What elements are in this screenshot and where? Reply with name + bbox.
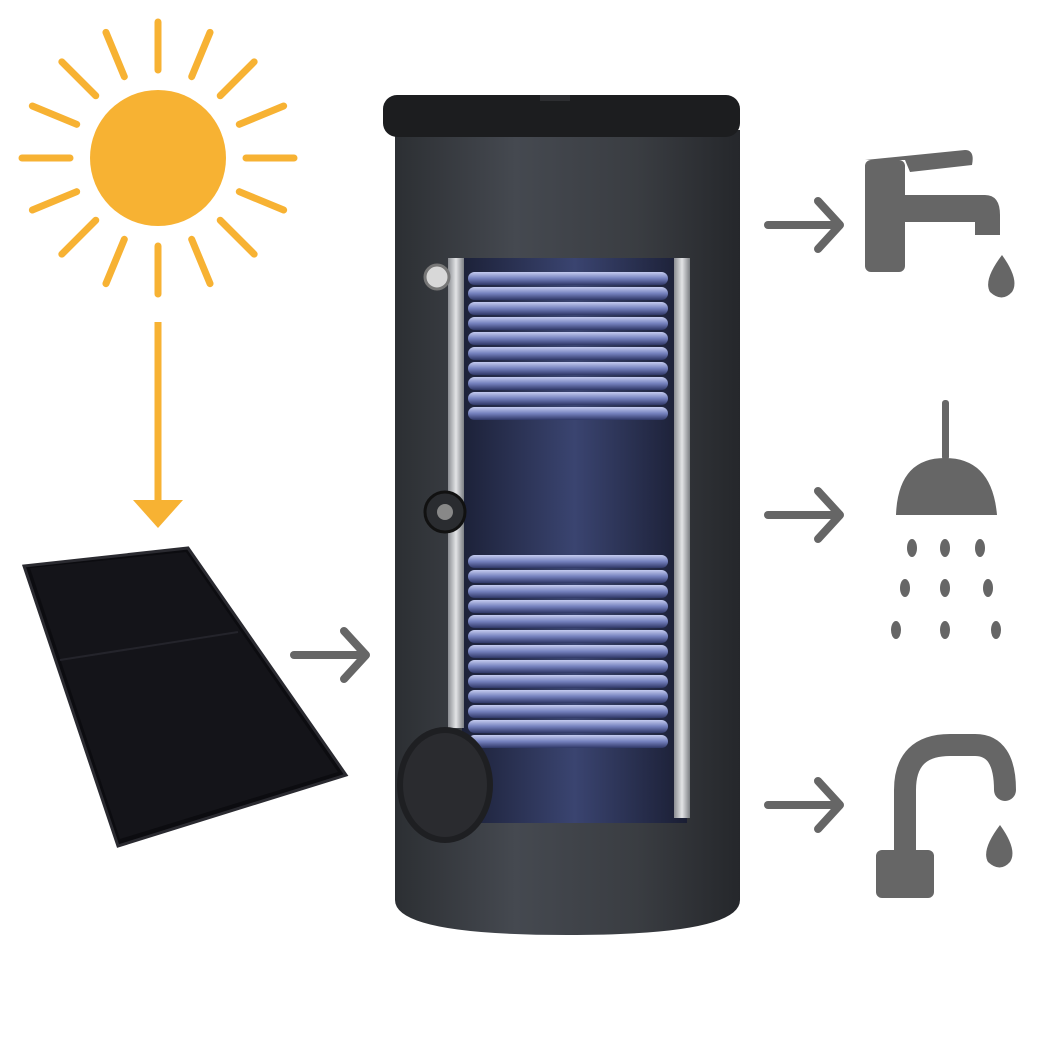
coil-turn [468,332,668,345]
sun-ray [216,216,258,258]
sun-ray [58,58,100,100]
sun-ray [235,188,288,214]
water-drop [891,621,901,639]
upper-heat-exchanger-coil [468,272,668,420]
water-drop [940,621,950,639]
coil-turn [468,645,668,658]
sun-ray [235,102,288,128]
shower-icon [891,400,1001,639]
thermometer-icon [423,263,451,291]
solar-panel-icon [21,546,349,848]
coil-turn [468,317,668,330]
sun-ray [188,235,214,288]
coil-turn [468,555,668,568]
coil-turn [468,407,668,420]
coil-turn [468,690,668,703]
sun-ray [58,216,100,258]
coil-turn [468,675,668,688]
sun-ray [216,58,258,100]
coil-turn [468,615,668,628]
arrow-right-icon [764,487,844,543]
arrow-right-icon [764,777,844,833]
arrow-right-icon [290,627,370,683]
coil-turn [468,660,668,673]
sun-ray [28,102,81,128]
water-drop [975,539,985,557]
coil-turn [468,570,668,583]
water-drop [983,579,993,597]
coil-turn [468,735,668,748]
tap-icon [865,150,1015,298]
coil-turn [468,272,668,285]
coil-turn [468,705,668,718]
water-drop [907,539,917,557]
water-tank-icon [383,95,740,935]
sun-ray [28,188,81,214]
coil-turn [468,302,668,315]
sun-ray [188,28,214,81]
coil-turn [468,600,668,613]
lower-heat-exchanger-coil [468,555,668,748]
coil-turn [468,347,668,360]
coil-turn [468,585,668,598]
faucet-icon [876,734,1016,898]
water-drop [991,621,1001,639]
coil-turn [468,287,668,300]
coil-turn [468,392,668,405]
sun-ray [102,235,128,288]
arrow-down-icon [133,322,183,528]
arrow-right-icon [764,197,844,253]
water-drop [940,539,950,557]
sun-icon [18,18,298,298]
water-drop [940,579,950,597]
coil-turn [468,720,668,733]
coil-turn [468,377,668,390]
water-drop [900,579,910,597]
coil-turn [468,362,668,375]
sun-ray [102,28,128,81]
coil-turn [468,630,668,643]
